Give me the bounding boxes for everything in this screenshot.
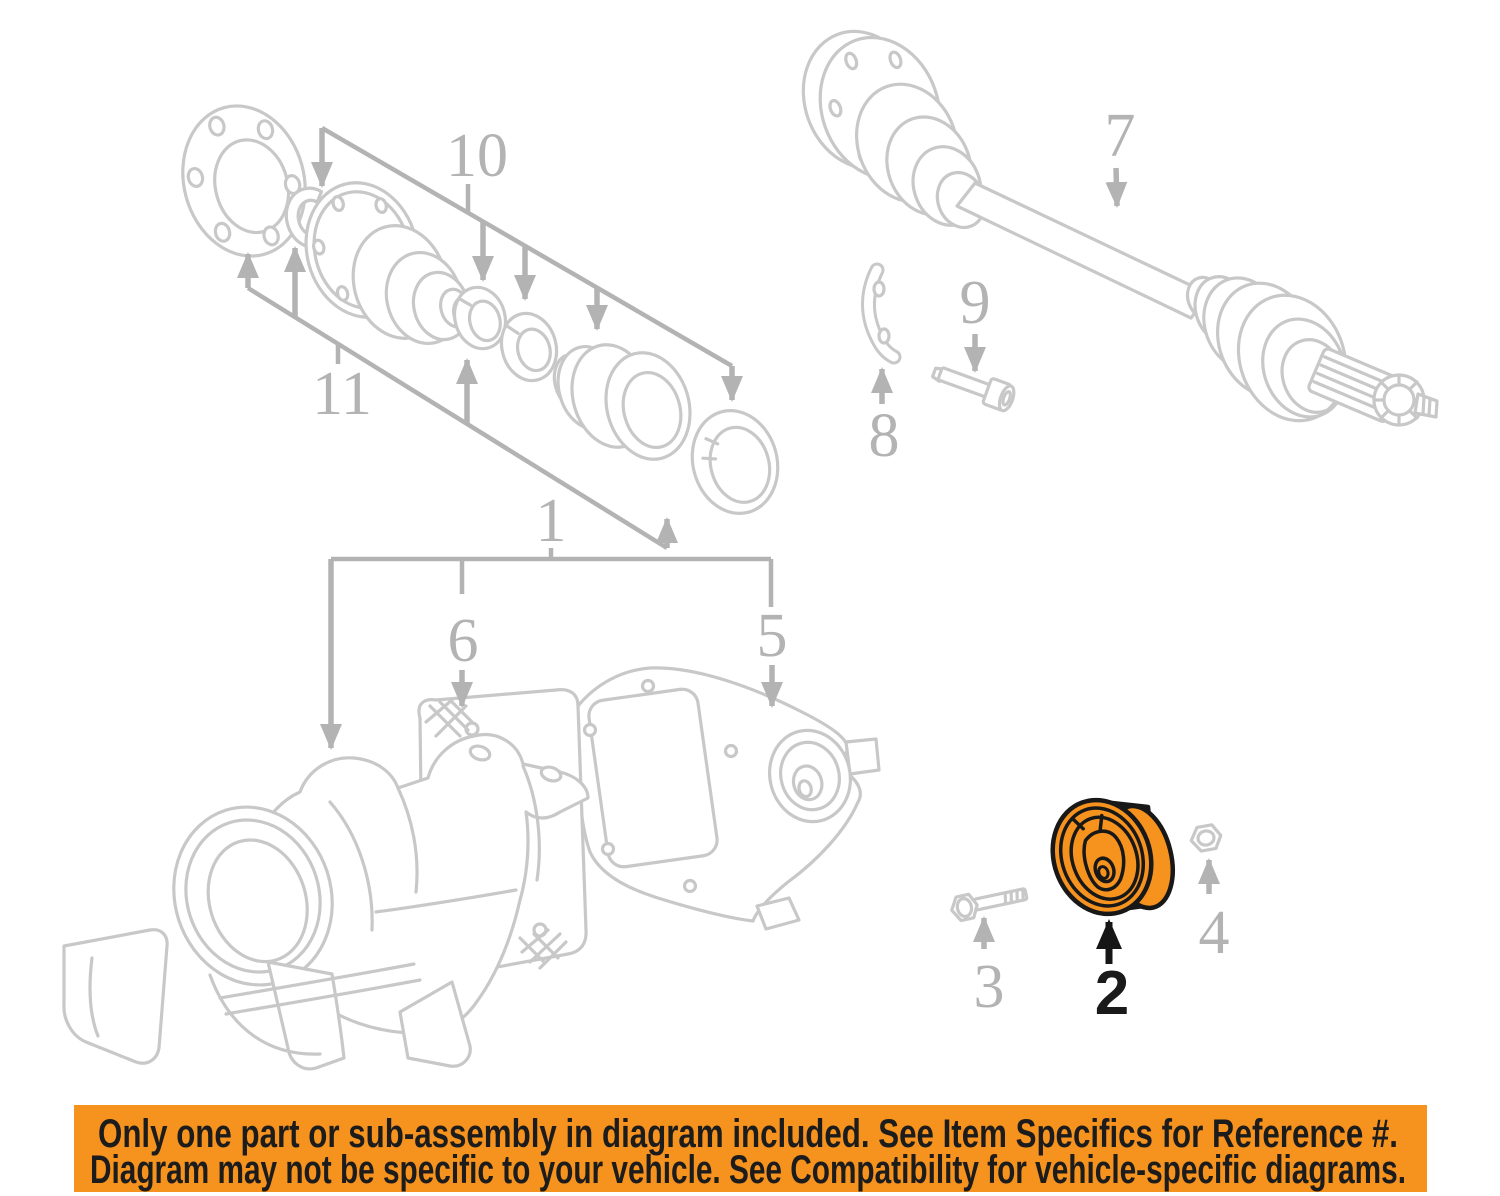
bolt-3-art [950, 887, 1029, 923]
bolt-9-art [930, 366, 1016, 413]
bearing-ring-a-art [452, 285, 508, 351]
output-flange-art [181, 104, 307, 258]
disclaimer-line-1: Only one part or sub-assembly in diagram… [98, 1112, 1398, 1156]
callout-6-label: 6 [448, 607, 479, 675]
callout-2-label: 2 [1095, 959, 1129, 1028]
lock-plate-art [861, 262, 902, 365]
disclaimer-banner-background [74, 1105, 1427, 1192]
diff-cover-art [575, 666, 881, 931]
seal-ring-art [690, 409, 780, 515]
callout-5-label: 5 [757, 602, 788, 670]
callout-11-label: 11 [312, 360, 372, 428]
callout-lines [237, 126, 1220, 949]
bearing-ring-b-art [499, 311, 559, 383]
callout-1-label: 1 [536, 487, 567, 555]
callout-7-label: 7 [1105, 102, 1136, 170]
diff-housing-art [62, 733, 590, 1071]
callout-4-label: 4 [1199, 899, 1230, 967]
callout-8-label: 8 [869, 402, 900, 470]
callout-9-label: 9 [960, 269, 991, 337]
disclaimer-line-2: Diagram may not be specific to your vehi… [90, 1148, 1406, 1192]
callout-3-label: 3 [974, 953, 1005, 1021]
callout-10-label: 10 [446, 122, 508, 190]
axle-shaft-art [801, 29, 1439, 427]
bellows-boot-art [552, 343, 692, 461]
disclaimer-banner: Only one part or sub-assembly in diagram… [74, 1105, 1427, 1192]
nut-4-art [1189, 823, 1223, 853]
highlighted-diff-mount-bushing [1050, 797, 1175, 917]
